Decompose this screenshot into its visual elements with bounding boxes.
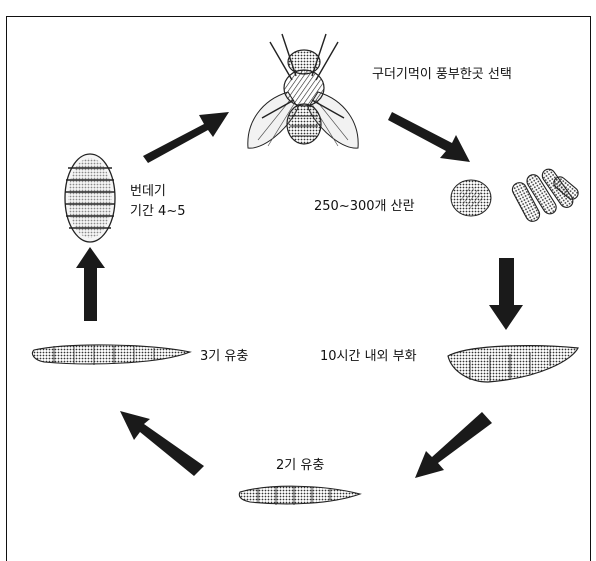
label-pupa-line2: 기간 4~5 [130, 203, 186, 220]
arrow-eggs-to-hatch [489, 258, 523, 330]
pupa-illustration [65, 154, 115, 242]
arrow-hatch-to-second-instar [415, 412, 492, 478]
arrow-fly-to-eggs [388, 112, 470, 162]
adult-fly-illustration [248, 34, 358, 148]
label-pupa-line1: 번데기 [130, 183, 166, 200]
egg-cluster-illustration [451, 180, 491, 216]
second-instar-larva-illustration [239, 486, 360, 505]
arrow-second-to-third-instar [120, 411, 204, 476]
label-eggs-stage: 250~300개 산란 [314, 198, 415, 215]
label-fly-stage: 구더기먹이 풍부한곳 선택 [372, 66, 512, 83]
label-hatch-stage: 10시간 내외 부화 [320, 348, 417, 365]
arrow-third-instar-to-pupa [76, 247, 105, 321]
arrow-pupa-to-fly [143, 112, 229, 163]
label-second-instar: 2기 유충 [276, 457, 324, 474]
eggs-enlarged-illustration [510, 167, 581, 224]
label-third-instar: 3기 유충 [200, 348, 248, 365]
hatched-larva-illustration [448, 346, 578, 382]
third-instar-larva-illustration [32, 345, 190, 365]
